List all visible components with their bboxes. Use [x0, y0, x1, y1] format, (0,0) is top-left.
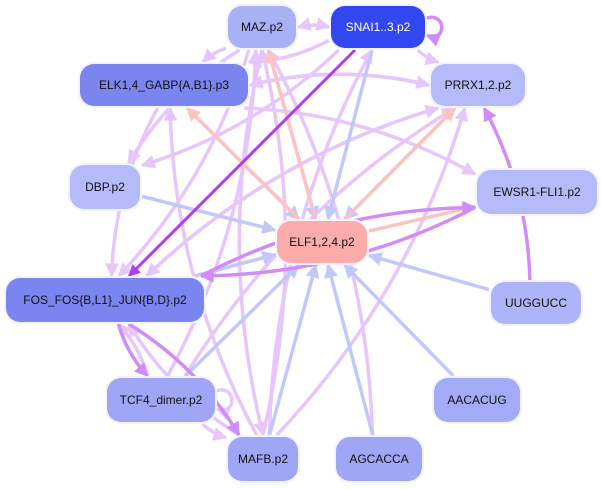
edge-mafb-to-elk: [163, 106, 259, 436]
edge-uug-to-elf: [367, 252, 490, 292]
edge-snai-to-fos: [127, 48, 357, 278]
node-prrx[interactable]: PRRX1,2.p2: [431, 64, 525, 106]
edge-snai-to-prrx: [416, 48, 440, 66]
node-label: PRRX1,2.p2: [444, 78, 512, 92]
node-elf[interactable]: ELF1,2,4.p2: [277, 221, 367, 263]
edge-tcf-to-mafb: [201, 422, 228, 441]
node-label: MAFB.p2: [237, 452, 288, 466]
edge-elk-to-prrx: [249, 72, 431, 89]
node-label: ELK1,4_GABP{A,B1}.p3: [98, 78, 230, 92]
node-snai[interactable]: SNAI1..3.p2: [331, 6, 425, 48]
node-dbp[interactable]: DBP.p2: [70, 165, 140, 209]
node-aac[interactable]: AACACUG: [434, 378, 520, 422]
edge-aac-to-elf: [343, 263, 455, 378]
edge-elf-to-prrx: [343, 106, 457, 221]
node-label: UUGGUCC: [505, 296, 567, 310]
edge-snai-to-snai: [424, 15, 444, 47]
node-agc[interactable]: AGCACCA: [336, 437, 422, 481]
node-label: AACACUG: [447, 393, 507, 407]
node-label: FOS_FOS{B,L1}_JUN{B,D}.p2: [23, 293, 187, 307]
edge-fos-to-tcf: [116, 323, 149, 378]
node-elk[interactable]: ELK1,4_GABP{A,B1}.p3: [80, 64, 248, 106]
edge-fos-to-mafb: [127, 322, 241, 437]
node-maz[interactable]: MAZ.p2: [228, 6, 296, 48]
node-label: MAZ.p2: [240, 20, 283, 34]
edge-mafb-to-elf: [267, 263, 320, 436]
node-label: ELF1,2,4.p2: [289, 235, 355, 249]
edge-agc-to-elf: [324, 263, 375, 436]
edge-tcf-to-tcf: [214, 388, 234, 420]
node-label: TCF4_dimer.p2: [119, 393, 203, 407]
edge-mafb-to-prrx: [275, 106, 468, 437]
edge-elf-to-maz: [265, 48, 318, 220]
node-ewsr[interactable]: EWSR1-FLI1.p2: [477, 170, 597, 214]
node-label: DBP.p2: [85, 180, 125, 194]
node-fos[interactable]: FOS_FOS{B,L1}_JUN{B,D}.p2: [6, 278, 204, 322]
node-label: EWSR1-FLI1.p2: [493, 185, 581, 199]
edge-snai-to-elf: [324, 49, 374, 221]
edge-fos-to-prrx: [145, 104, 440, 278]
node-tcf[interactable]: TCF4_dimer.p2: [107, 378, 215, 422]
node-label: SNAI1..3.p2: [345, 20, 411, 34]
edge-snai-to-maz: [296, 17, 330, 31]
edge-dbp-to-elf: [141, 194, 277, 234]
edge-elf-to-ewsr: [368, 202, 477, 233]
edge-maz-to-elk: [201, 46, 227, 64]
node-mafb[interactable]: MAFB.p2: [228, 437, 298, 481]
edge-tcf-to-elf: [184, 263, 300, 378]
node-uug[interactable]: UUGGUCC: [491, 282, 581, 324]
edge-maz-to-mafb: [237, 49, 267, 437]
node-label: AGCACCA: [349, 452, 409, 466]
